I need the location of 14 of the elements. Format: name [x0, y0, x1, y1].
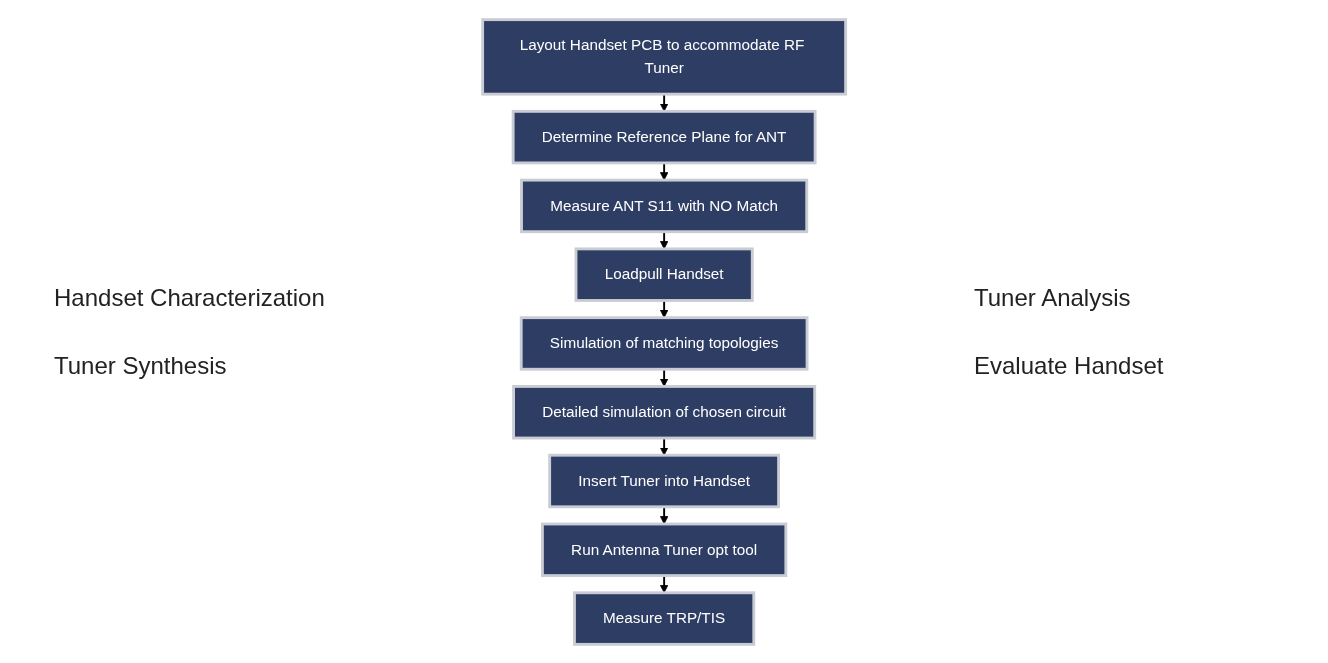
node-box: Layout Handset PCB to accommodate RF Tuner	[481, 17, 847, 96]
section-label: Handset Characterization	[54, 283, 326, 312]
node-box: Insert Tuner into Handset	[548, 453, 780, 508]
node-box: Run Antenna Tuner opt tool	[540, 522, 788, 577]
node-box: Measure TRP/TIS	[572, 590, 756, 646]
section-label: Evaluate Handset	[974, 351, 1165, 380]
node-box: Detailed simulation of chosen circuit	[512, 384, 816, 439]
node-box: Determine Reference Plane for ANT	[511, 109, 817, 164]
node-box: Measure ANT S11 with NO Match	[519, 178, 809, 233]
section-label: Tuner Synthesis	[54, 351, 228, 380]
arrow	[659, 299, 669, 318]
node-box: Loadpull Handset	[574, 246, 754, 302]
node-box: Simulation of matching topologies	[519, 315, 809, 371]
section-label: Tuner Analysis	[974, 283, 1132, 312]
